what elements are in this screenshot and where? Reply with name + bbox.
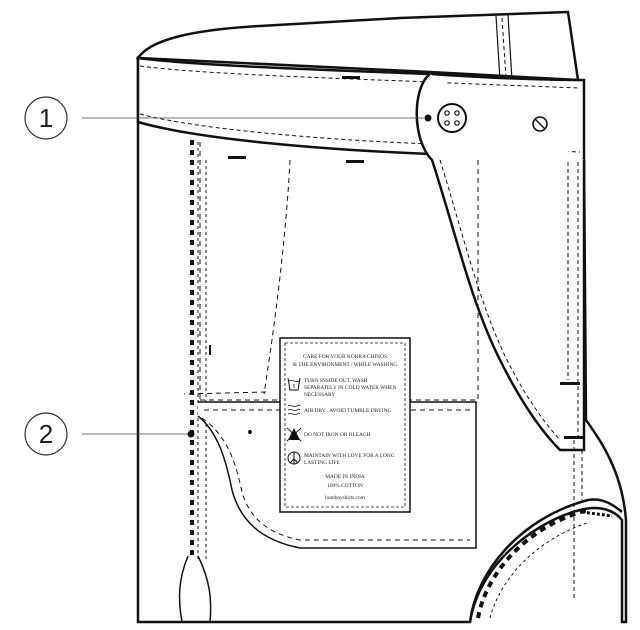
no-iron-icon [286,427,302,442]
wash-icon [287,377,301,391]
callout-2-number: 2 [39,419,53,449]
care-label-heading-1: CARE FOR YOUR KORRA CHINOS [303,354,387,360]
care-instruction-3: DO NOT IRON OR BLEACH [304,432,370,438]
callout-1-number: 1 [39,103,53,133]
back-waistband [135,10,580,82]
care-instruction-2: AIR DRY . AVOID TUMBLE DRYING [304,408,391,414]
front-panel [415,73,586,600]
care-instruction-4-line-1: MAINTAIN WITH LOVE FOR A LONG [304,453,395,459]
callout-2: 2 [24,412,195,456]
rivet-icon [532,116,548,132]
website-text: bombayshirts.com [325,495,365,501]
made-in-text: MADE IN INDIA [325,474,365,480]
crotch-seam [468,498,623,623]
care-instruction-4-line-2: LASTING LIFE [304,460,340,466]
care-instruction-1-line-2: SEPARATELY IN COLD WATER WHEN [304,385,396,391]
care-label: CARE FOR YOUR KORRA CHINOS & THE ENVIRON… [279,337,411,513]
material-text: 100% COTTON [327,483,363,489]
waistband-button [437,103,467,133]
care-instruction-1-line-1: TURN INSIDE OUT, WASH [304,378,368,384]
peace-icon [287,451,301,465]
care-instruction-1-line-3: NECESSARY [304,392,335,398]
air-dry-icon [287,404,301,415]
side-seam [178,140,212,623]
care-label-heading-2: & THE ENVIRONMENT / WHILE WASHING [293,362,397,368]
callout-1: 1 [24,96,432,140]
